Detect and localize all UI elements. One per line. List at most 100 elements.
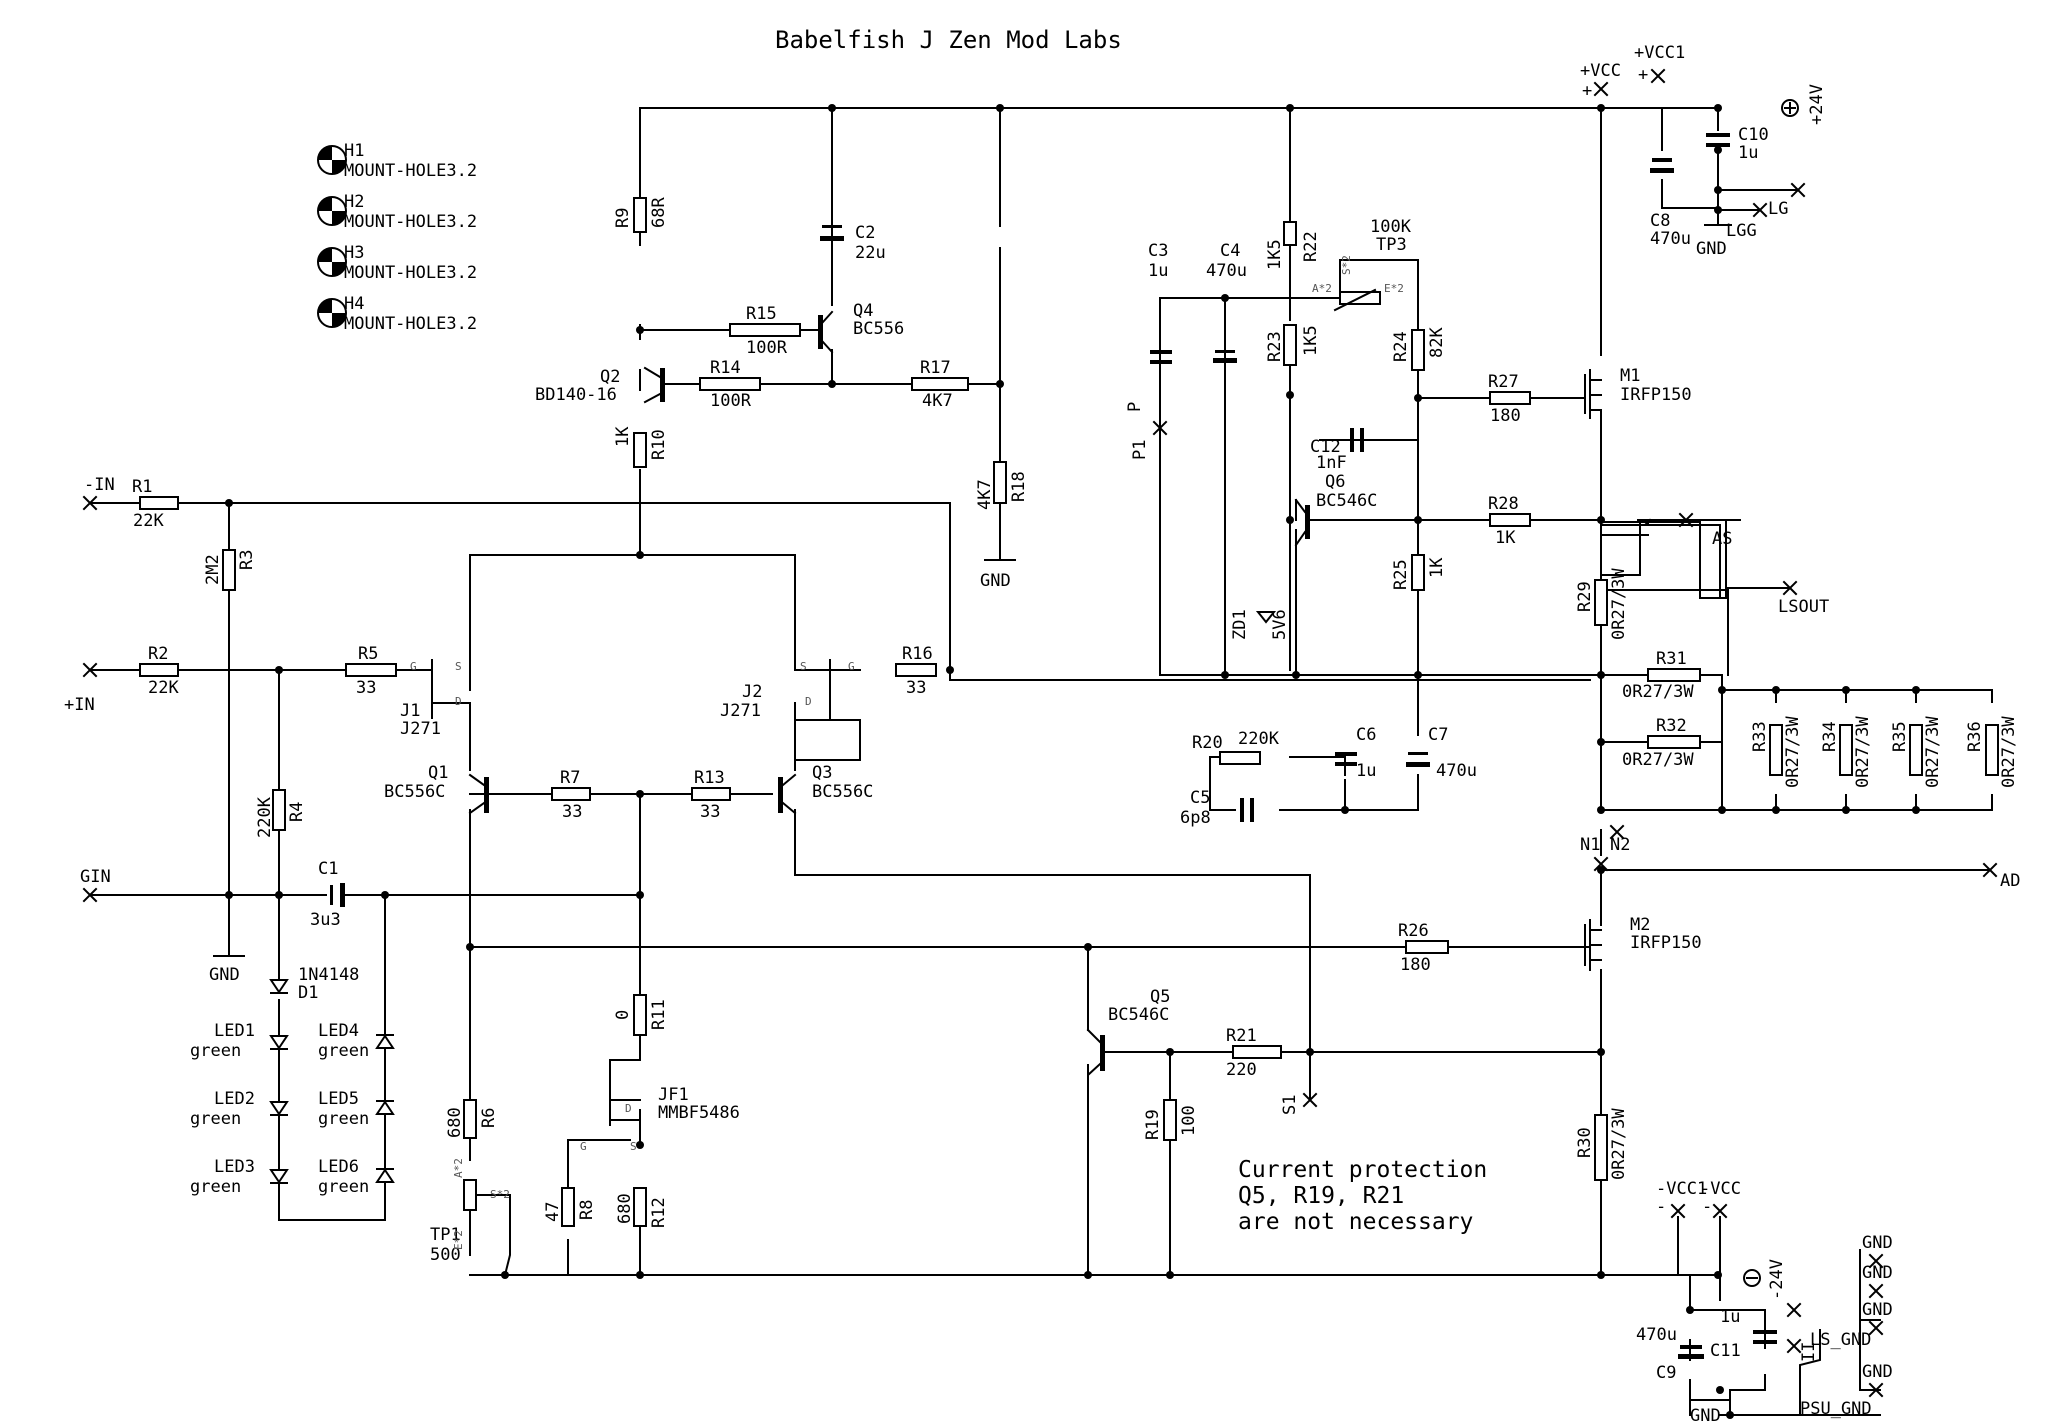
led-1: LED1 green (190, 1021, 289, 1061)
r7-ref: R7 (560, 768, 580, 788)
gnd-symbol-r18: GND (980, 502, 1016, 591)
c3-ref: C3 (1148, 241, 1168, 261)
r5-value: 33 (356, 678, 376, 698)
r24-ref: R24 (1391, 331, 1411, 362)
lg-label: LG (1768, 199, 1788, 219)
resistor-r36: R36 0R27/3W (1965, 716, 2019, 788)
mosfet-m1: M1 IRFP150 (1584, 366, 1692, 419)
in-minus-label: -IN (84, 475, 115, 495)
capacitor-c12: C12 1nF (1310, 428, 1364, 473)
mount-hole-h3: H3 MOUNT-HOLE3.2 (317, 243, 477, 283)
net-in-minus: -IN (82, 475, 115, 511)
c5-value: 6p8 (1180, 808, 1211, 828)
gnd-symbol-bottom: GND (1689, 1399, 1731, 1424)
tp1-pin-s: S*2 (490, 1188, 510, 1201)
resistor-r9: R9 68R (613, 197, 669, 233)
r26-ref: R26 (1398, 921, 1429, 941)
ls-gnd-label: LS_GND (1810, 1330, 1871, 1350)
resistor-r14: R14 100R (699, 358, 761, 411)
c8-ref: C8 (1650, 211, 1670, 231)
q4-ref: Q4 (853, 301, 873, 321)
zener-zd1: ZD1 5V6 (1230, 609, 1290, 640)
r21-value: 220 (1226, 1060, 1257, 1080)
capacitor-c11: C11 1u (1710, 1307, 1777, 1361)
mount-hole-h1: H1 MOUNT-HOLE3.2 (317, 141, 477, 181)
tp1-pin-a: A*2 (452, 1158, 465, 1178)
c3-value: 1u (1148, 261, 1168, 281)
resistor-r3: 2M2 R3 (203, 549, 257, 591)
j1-pin-d: D (455, 695, 462, 708)
resistor-r11: 0 R11 (613, 994, 669, 1036)
c12-value: 1nF (1316, 453, 1347, 473)
c1-value: 3u3 (310, 910, 341, 930)
r26-value: 180 (1400, 955, 1431, 975)
r13-ref: R13 (694, 768, 725, 788)
jf1-pin-s: S (630, 1140, 637, 1153)
r33-value: 0R27/3W (1783, 716, 1803, 788)
net-24v-minus: -24V (1743, 1259, 1787, 1300)
h4-ref: H4 (344, 294, 364, 314)
resistor-r12: 680 R12 (615, 1187, 669, 1228)
r18-ref: R18 (1009, 471, 1029, 502)
vcc1-plus-label: +VCC1 (1634, 43, 1685, 63)
r11-ref: R11 (649, 999, 669, 1030)
q3-value: BC556C (812, 782, 873, 802)
r17-ref: R17 (920, 358, 951, 378)
p1-label: P1 (1130, 440, 1150, 460)
r28-value: 1K (1495, 528, 1516, 548)
r13-value: 33 (700, 802, 720, 822)
mosfet-m2: M2 IRFP150 (1584, 915, 1702, 971)
ad-label: AD (2000, 871, 2020, 891)
r27-ref: R27 (1488, 372, 1519, 392)
led-5: LED5 green (318, 1089, 395, 1129)
r1-ref: R1 (132, 477, 152, 497)
r20-value: 220K (1238, 729, 1280, 749)
led6-value: green (318, 1177, 369, 1197)
r20-ref: R20 (1192, 733, 1223, 753)
r6-ref: R6 (479, 1108, 499, 1128)
gnd-symbol-left: GND (209, 955, 245, 985)
net-vcc1-plus: +VCC1 + (1634, 43, 1685, 85)
r27-value: 180 (1490, 406, 1521, 426)
net-p-p1: P P1 (1125, 402, 1168, 460)
j2-pin-s: S (800, 660, 807, 673)
j2-pin-d: D (805, 695, 812, 708)
j1-value: J271 (400, 719, 441, 739)
lgg-label: LGG (1726, 221, 1757, 241)
r31-ref: R31 (1656, 649, 1687, 669)
jfet-jf1: G S D JF1 MMBF5486 (580, 1085, 740, 1153)
c10-value: 1u (1738, 143, 1758, 163)
resistor-r34: R34 0R27/3W (1820, 716, 1873, 788)
d1-value: 1N4148 (298, 965, 359, 985)
r31-value: 0R27/3W (1622, 682, 1694, 702)
trimmer-tp1: TP1 500 A*2 E*2 S*2 (430, 1158, 510, 1265)
r10-value: 1K (613, 426, 633, 447)
p-label: P (1125, 402, 1145, 412)
jf1-pin-d: D (625, 1102, 632, 1115)
led2-value: green (190, 1109, 241, 1129)
resistor-r22: 1K5 R22 (1265, 221, 1321, 270)
r10-ref: R10 (649, 429, 669, 460)
led6-ref: LED6 (318, 1157, 359, 1177)
jfet-j2: S G D J2 J271 (720, 659, 855, 721)
resistor-r10: 1K R10 (613, 426, 669, 468)
q2-ref: Q2 (600, 367, 620, 387)
note-line-3: are not necessary (1238, 1209, 1473, 1235)
zd1-value: 5V6 (1270, 609, 1290, 640)
resistor-r32: R32 0R27/3W (1622, 716, 1701, 770)
r30-ref: R30 (1575, 1127, 1595, 1158)
r15-value: 100R (746, 338, 788, 358)
jfet-j1: G S D J1 J271 (400, 659, 462, 739)
h1-value: MOUNT-HOLE3.2 (344, 161, 477, 181)
vcc-minus-sign: - (1702, 1197, 1712, 1217)
j1-ref: J1 (400, 701, 420, 721)
resistor-r24: R24 82K (1391, 327, 1447, 371)
n2-label: N2 (1610, 835, 1630, 855)
resistor-r13: R13 33 (691, 768, 731, 822)
wires (89, 107, 1993, 1416)
resistor-r33: R33 0R27/3W (1750, 716, 1803, 788)
transistor-q2: Q2 BD140-16 (535, 366, 665, 405)
c9-value: 470u (1636, 1325, 1677, 1345)
capacitor-c3: C3 1u (1148, 241, 1172, 364)
